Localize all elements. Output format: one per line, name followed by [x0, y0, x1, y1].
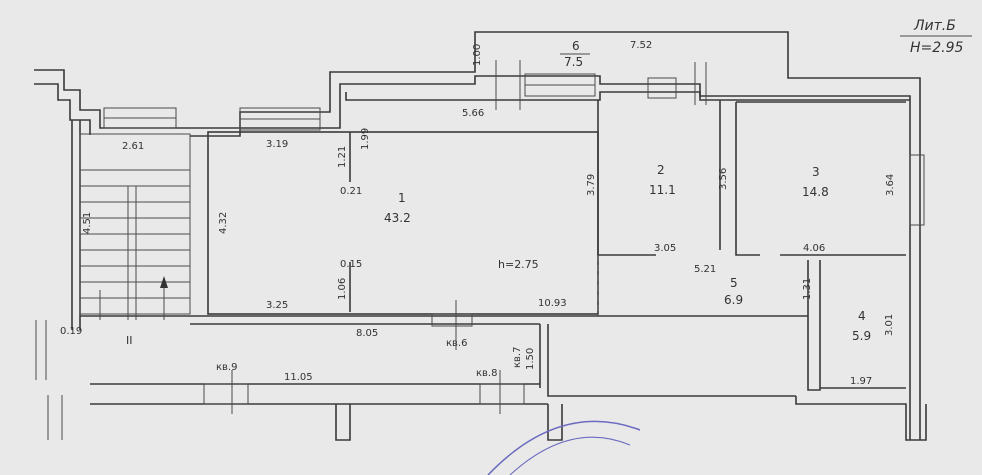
outer-wall-left-top [34, 69, 180, 129]
room-5-area: 6.9 [724, 293, 743, 307]
dim-100: 1.00 [472, 44, 483, 66]
dim-432: 4.32 [218, 212, 229, 234]
stair-outline [79, 133, 191, 315]
dim-364: 3.64 [885, 174, 896, 196]
outer-wall-left-inner [34, 83, 91, 135]
room-2-number: 2 [657, 163, 665, 177]
dim-021: 0.21 [340, 186, 362, 197]
dim-566: 5.66 [462, 108, 484, 119]
room-6-number: 6 [572, 39, 580, 53]
room-1-number: 1 [398, 191, 406, 205]
dim-1105: 11.05 [284, 372, 313, 383]
stair-arrowhead-icon [160, 276, 168, 288]
room-4-number: 4 [858, 309, 866, 323]
apt-kv9: кв.9 [216, 362, 237, 373]
dim-106: 1.06 [337, 278, 348, 300]
dim-319: 3.19 [266, 139, 288, 150]
dim-325: 3.25 [266, 300, 288, 311]
dim-019: 0.19 [60, 326, 82, 337]
dim-015: 0.15 [340, 259, 362, 270]
dim-1093: 10.93 [538, 298, 567, 309]
room-3-number: 3 [812, 165, 820, 179]
dim-356: 3.56 [718, 168, 729, 190]
room-4-area: 5.9 [852, 329, 871, 343]
kv7-wall-inner [547, 324, 796, 397]
dim-752: 7.52 [630, 40, 652, 51]
door-kv9 [203, 383, 249, 405]
column-1 [335, 404, 351, 441]
lit-label: Лит.Б [913, 18, 956, 34]
column-3 [795, 396, 927, 441]
stair-label: II [126, 334, 133, 347]
dim-301: 3.01 [884, 314, 895, 336]
room-6-area: 7.5 [564, 55, 583, 69]
window-4 [647, 77, 677, 99]
ceiling-height: h=2.75 [498, 258, 539, 271]
dim-131: 1.31 [802, 278, 813, 300]
dim-379: 3.79 [586, 174, 597, 196]
dim-521: 5.21 [694, 264, 716, 275]
apt-kv7: кв.7 [512, 347, 523, 368]
stamp-fragment-inner [509, 436, 631, 475]
inner-wall-top [345, 91, 910, 101]
room-4-wall [807, 260, 821, 391]
apt-kv6: кв.6 [446, 338, 467, 349]
room-5-number: 5 [730, 276, 738, 290]
dim-199: 1.99 [360, 128, 371, 150]
dim-261: 2.61 [122, 141, 144, 152]
door-kv8 [479, 383, 525, 405]
outer-wall-top-inner [190, 75, 911, 440]
room-1-area: 43.2 [384, 211, 411, 225]
dim-121: 1.21 [337, 146, 348, 168]
room-2-wall [597, 100, 656, 256]
stair-steps [80, 169, 190, 299]
dim-406: 4.06 [803, 243, 825, 254]
room-3-wall [735, 102, 760, 256]
column-2 [547, 404, 563, 441]
dim-197: 1.97 [850, 376, 872, 387]
room-2-area: 11.1 [649, 183, 676, 197]
dim-150: 1.50 [525, 348, 536, 370]
dim-805: 8.05 [356, 328, 378, 339]
height-label: H=2.95 [910, 40, 964, 56]
apt-kv8: кв.8 [476, 368, 497, 379]
dim-451: 4.51 [82, 212, 93, 234]
room-3-area: 14.8 [802, 185, 829, 199]
dim-305: 3.05 [654, 243, 676, 254]
door-kv6 [431, 313, 473, 327]
window-right [909, 154, 925, 226]
stamp-fragment [487, 420, 641, 475]
